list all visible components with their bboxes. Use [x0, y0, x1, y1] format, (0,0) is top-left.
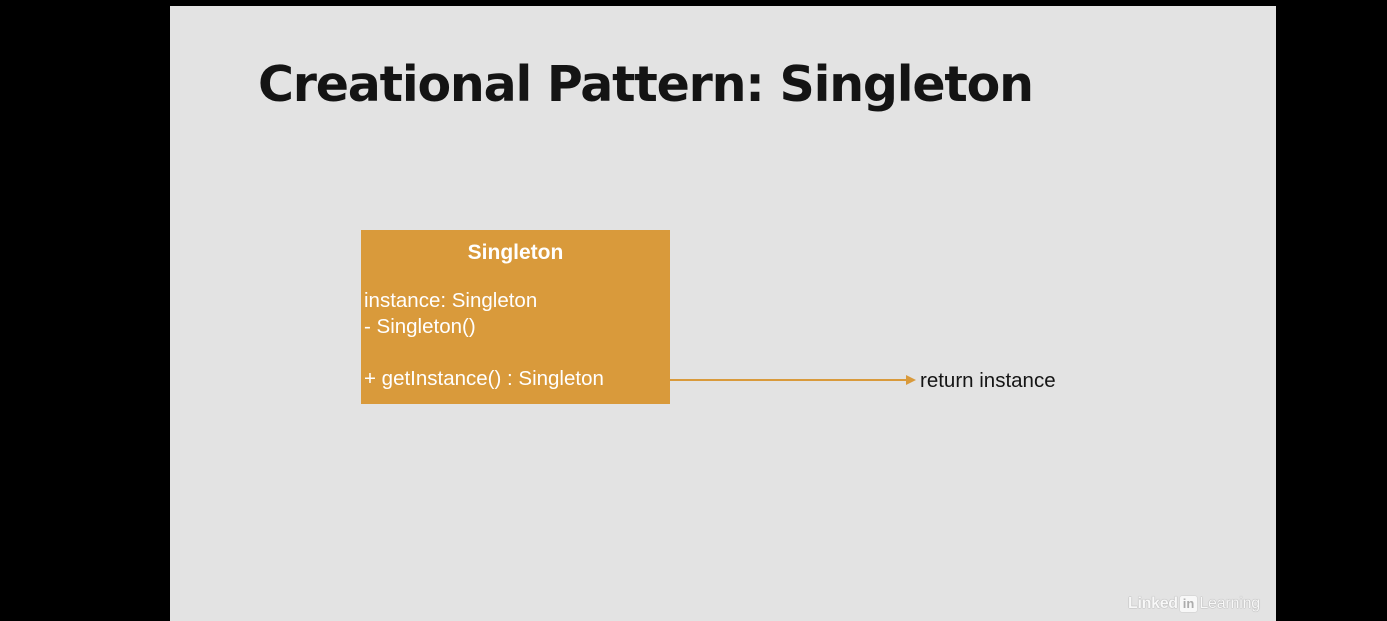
linkedin-learning-logo: Linked in Learning	[1128, 594, 1260, 614]
arrow-connector	[670, 375, 916, 385]
logo-linked-text: Linked	[1128, 595, 1178, 612]
arrow-head	[906, 375, 916, 385]
slide-title: Creational Pattern: Singleton	[258, 56, 1034, 113]
presentation-slide: Creational Pattern: Singleton Singleton …	[170, 6, 1276, 621]
uml-class-name: Singleton	[467, 241, 564, 264]
logo-in-badge: in	[1179, 596, 1198, 612]
uml-attribute: instance: Singleton	[364, 289, 538, 312]
uml-class-box: Singleton instance: Singleton - Singleto…	[361, 230, 670, 404]
uml-constructor: - Singleton()	[364, 315, 476, 338]
return-instance-label: return instance	[920, 369, 1056, 392]
uml-method: + getInstance() : Singleton	[364, 367, 604, 390]
logo-learning-text: Learning	[1199, 595, 1261, 612]
